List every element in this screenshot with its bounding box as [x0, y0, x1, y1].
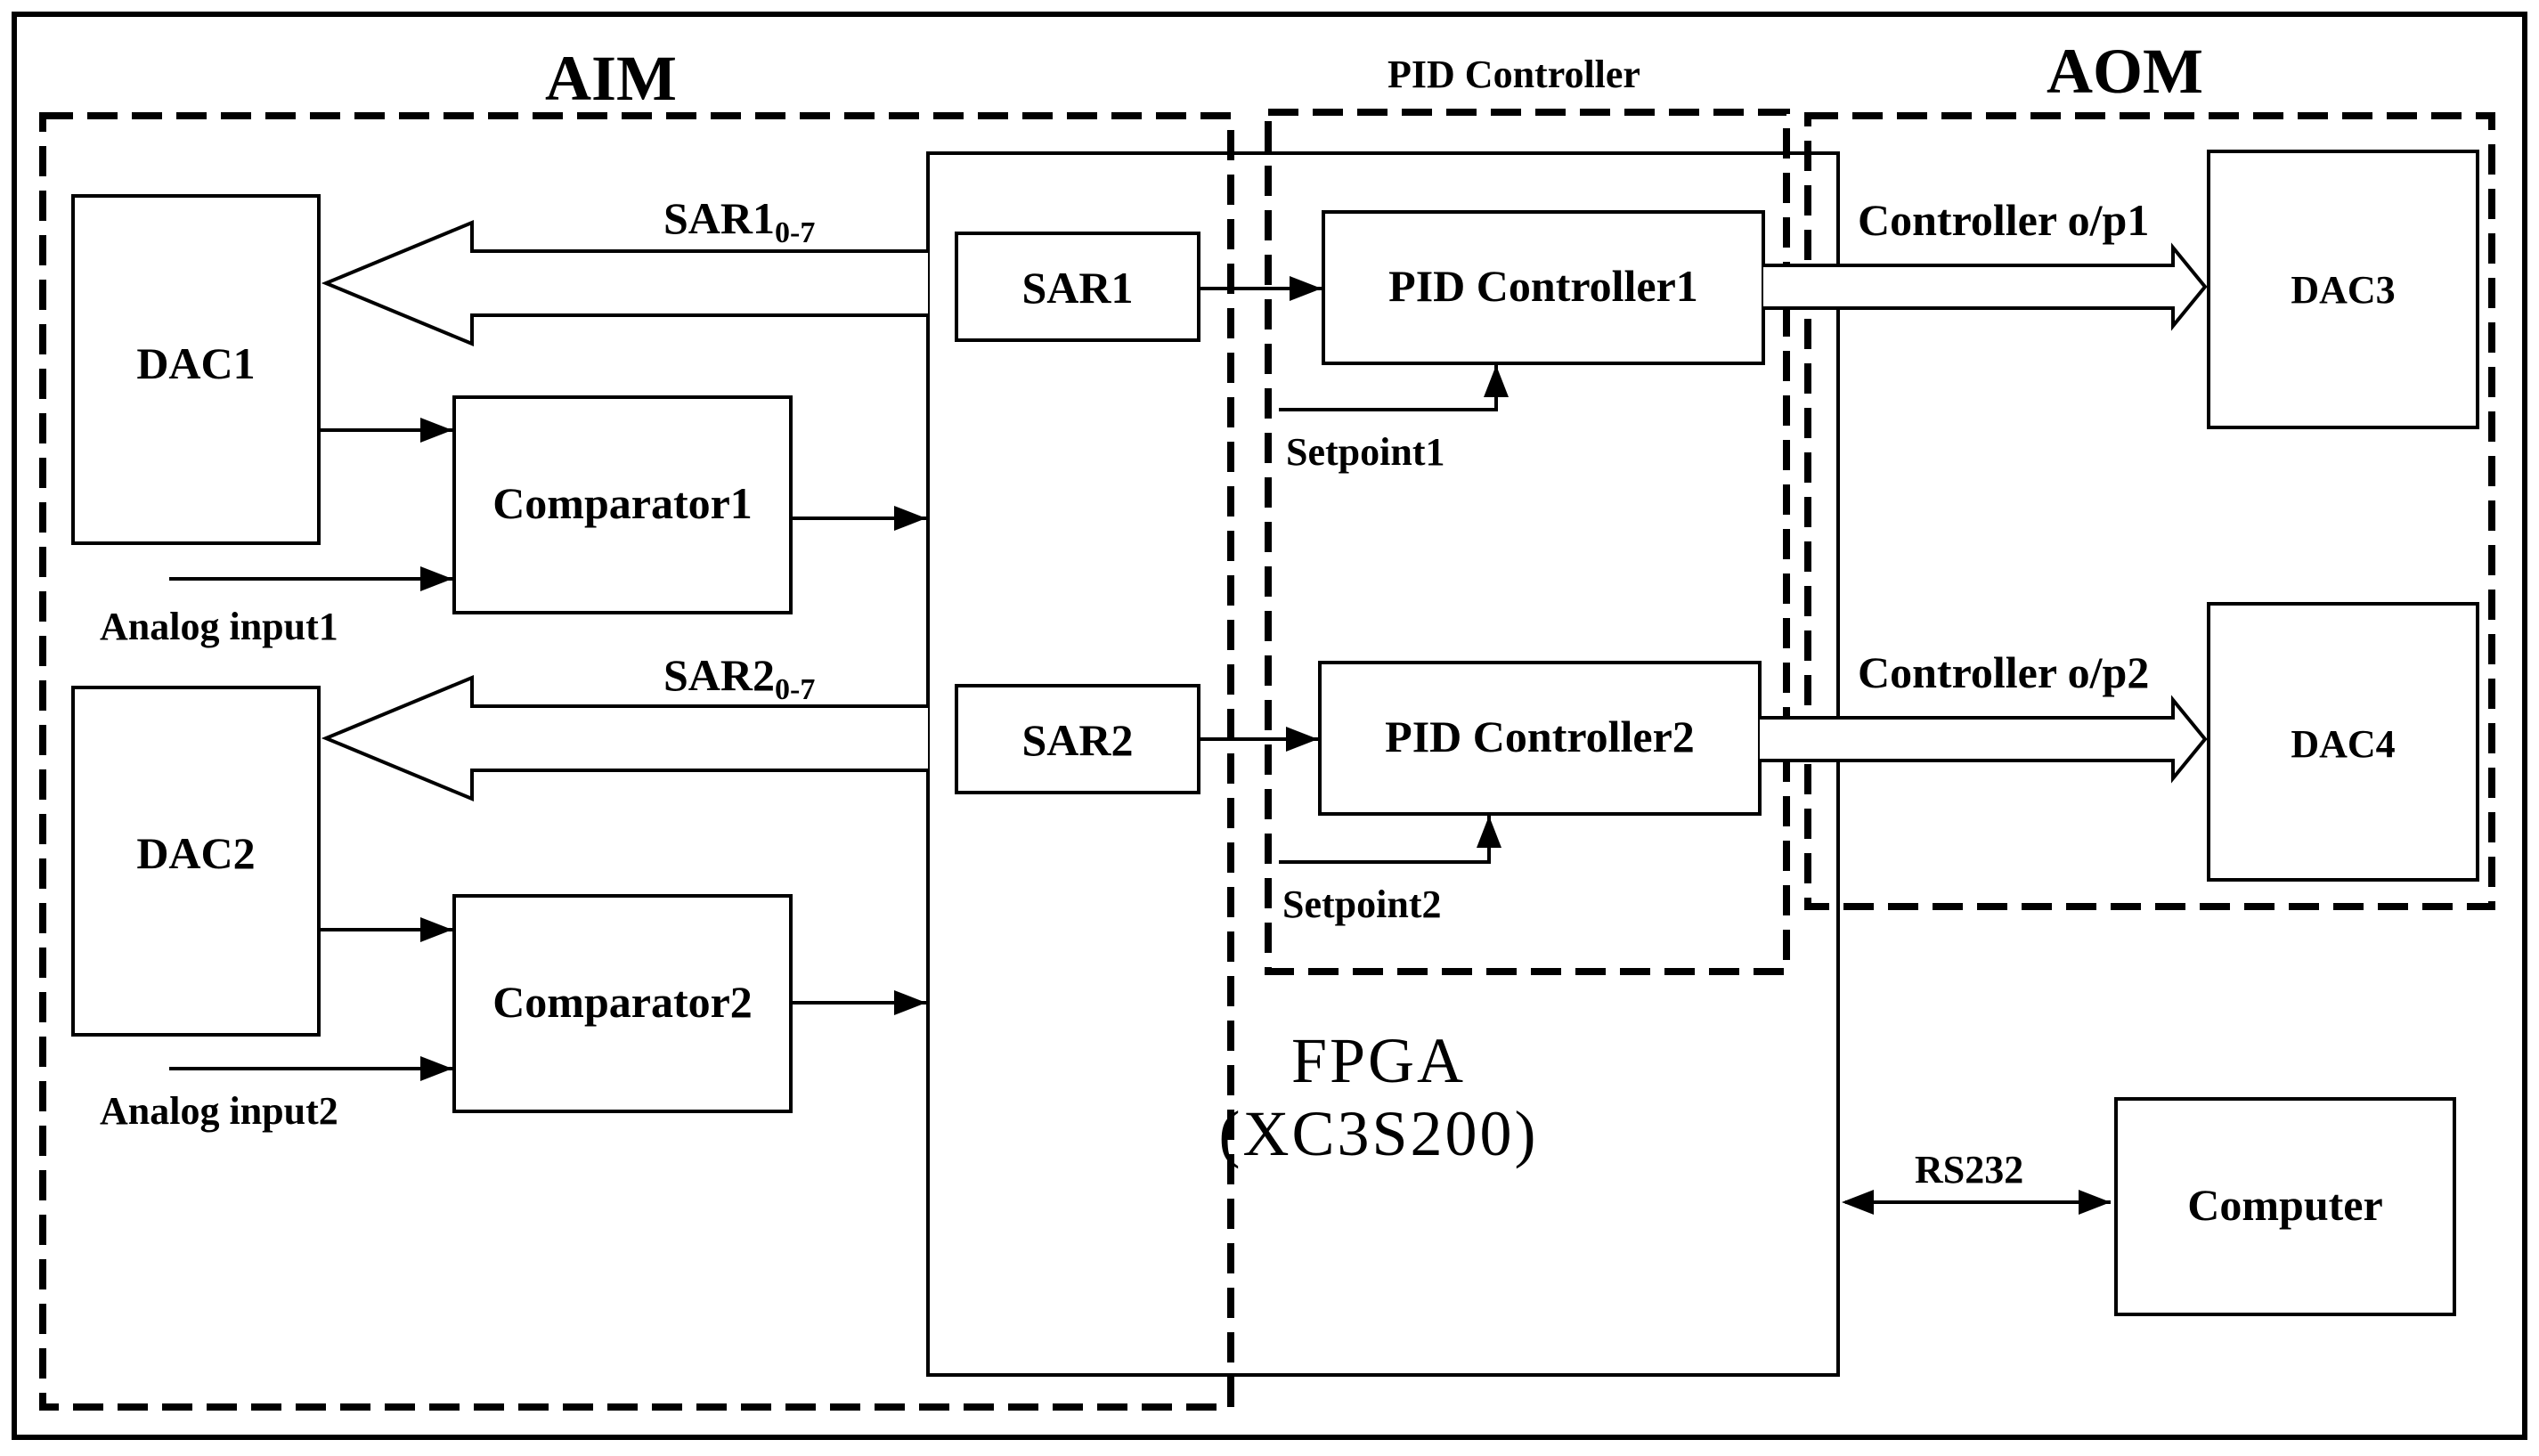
sar1-bus-name: SAR1	[663, 193, 775, 243]
aom-group	[1804, 112, 2495, 910]
comparator1-block	[452, 395, 793, 614]
dac4-block	[2207, 602, 2479, 882]
setpoint1-label: Setpoint1	[1286, 430, 1444, 474]
fpga-label: FPGA	[1291, 1025, 1466, 1096]
pid-controller2-block	[1318, 661, 1762, 816]
pid-controller1-label: PID Controller1	[1388, 261, 1698, 311]
controller-op2-label: Controller o/p2	[1858, 647, 2149, 697]
rs232-label: RS232	[1915, 1148, 2023, 1192]
dac3-block	[2207, 150, 2479, 429]
computer-label: Computer	[2187, 1180, 2382, 1230]
pid-group	[1265, 109, 1790, 975]
dac4-label: DAC4	[2291, 722, 2395, 766]
aom-title: AOM	[2047, 36, 2203, 107]
analog-input1-label: Analog input1	[100, 605, 338, 648]
sar1-label: SAR1	[1021, 263, 1133, 313]
pid-controller2-label: PID Controller2	[1385, 712, 1695, 761]
setpoint2-wire	[1279, 816, 1501, 864]
computer-block	[2114, 1097, 2456, 1316]
controller-op1-label: Controller o/p1	[1858, 195, 2149, 245]
sar1-bus-subscript: 0-7	[775, 216, 815, 249]
dac2-block	[71, 686, 321, 1037]
aim-title: AIM	[545, 43, 677, 114]
analog-input2-label: Analog input2	[100, 1089, 338, 1133]
setpoint2-label: Setpoint2	[1282, 883, 1441, 926]
aim-group	[39, 112, 1234, 1411]
sar1-bus-label: SAR10-7	[663, 193, 815, 249]
sar2-label: SAR2	[1021, 715, 1133, 765]
sar2-bus-name: SAR2	[663, 650, 775, 700]
sar2-bus-label: SAR20-7	[663, 650, 815, 706]
outer-frame	[12, 12, 2527, 1440]
sar1-bus-arrow	[321, 220, 928, 346]
controller-op1-bus-arrow	[1763, 242, 2208, 331]
pid-controller1-block	[1322, 210, 1765, 365]
fpga-part-label: (XC3S200)	[1218, 1098, 1538, 1169]
comparator1-label: Comparator1	[492, 478, 753, 528]
sar2-bus-arrow	[321, 675, 928, 801]
setpoint1-wire	[1279, 365, 1509, 411]
dac2-label: DAC2	[136, 828, 255, 878]
pid-group-title: PID Controller	[1387, 53, 1640, 96]
dac3-label: DAC3	[2291, 268, 2395, 312]
dac1-label: DAC1	[136, 338, 255, 388]
sar2-block	[955, 684, 1200, 794]
controller-op2-bus-arrow	[1760, 695, 2208, 784]
comparator2-label: Comparator2	[492, 977, 753, 1027]
dac1-block	[71, 194, 321, 545]
sar2-bus-subscript: 0-7	[775, 673, 815, 706]
